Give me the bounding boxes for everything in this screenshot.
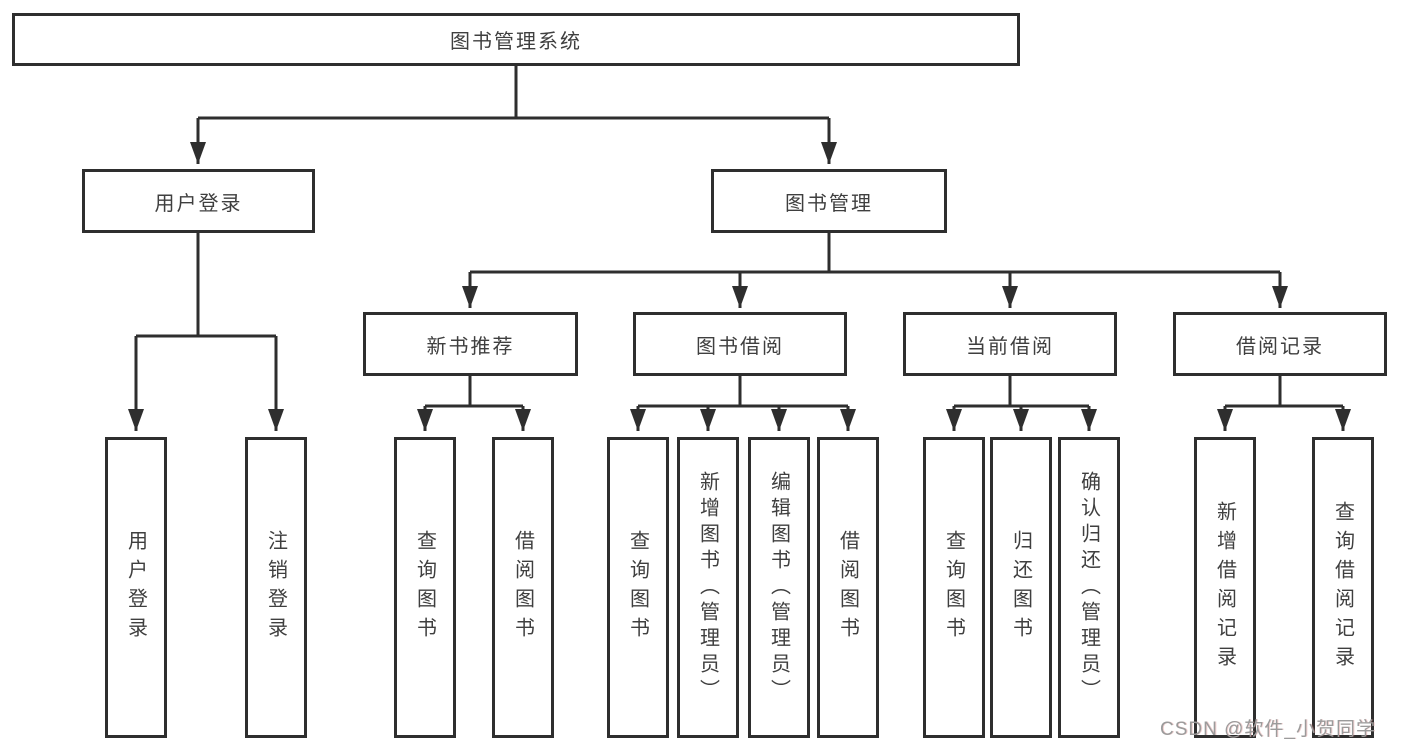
node-book-borrowing: 图书借阅 <box>633 312 847 376</box>
node-cur-query-books: 查询图书 <box>923 437 985 738</box>
node-rec-borrow-books: 借阅图书 <box>492 437 554 738</box>
recommend-split-line <box>425 376 523 408</box>
root-split-line <box>198 65 829 120</box>
book-management-split-line <box>470 233 1280 274</box>
node-logout: 注销登录 <box>245 437 307 738</box>
node-current-borrowing: 当前借阅 <box>903 312 1117 376</box>
node-book-management: 图书管理 <box>711 169 947 233</box>
csdn-watermark: CSDN @软件_小贺同学 <box>1160 719 1376 740</box>
node-bor-query-books: 查询图书 <box>607 437 669 738</box>
node-new-book-recommendation: 新书推荐 <box>363 312 578 376</box>
node-cur-return-books: 归还图书 <box>990 437 1052 738</box>
node-rec-query-books: 查询图书 <box>394 437 456 738</box>
user-login-split-line <box>136 233 276 338</box>
node-recd-query-record: 查询借阅记录 <box>1312 437 1374 738</box>
node-root: 图书管理系统 <box>12 13 1020 66</box>
node-bor-edit-books-admin: 编辑图书（管理员） <box>748 437 810 738</box>
borrowing-split-line <box>638 376 848 408</box>
current-split-line <box>954 376 1089 408</box>
records-split-line <box>1225 376 1343 408</box>
node-user-login: 用户登录 <box>82 169 315 233</box>
node-borrowing-records: 借阅记录 <box>1173 312 1387 376</box>
node-recd-add-record: 新增借阅记录 <box>1194 437 1256 738</box>
node-bor-borrow-books: 借阅图书 <box>817 437 879 738</box>
node-bor-add-books-admin: 新增图书（管理员） <box>677 437 739 738</box>
node-cur-confirm-return-admin: 确认归还（管理员） <box>1058 437 1120 738</box>
node-login: 用户登录 <box>105 437 167 738</box>
